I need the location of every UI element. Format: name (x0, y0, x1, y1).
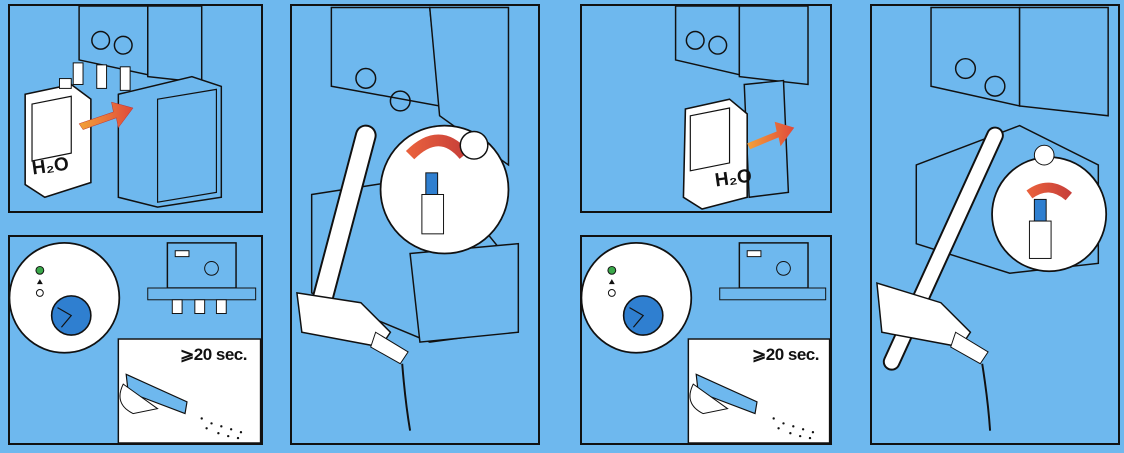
panel-2-select-and-spray: ⩾20 sec. (8, 235, 263, 445)
spray-gun-icon (876, 282, 989, 365)
fill-tank-illustration-2 (674, 6, 809, 210)
direction-arrow-icon (78, 101, 134, 130)
select-and-spray-illustration-2 (582, 242, 830, 443)
panel-1-fill-tank: H₂O (8, 4, 263, 213)
duration-label: ⩾20 sec. (180, 345, 247, 364)
duration-label: ⩾20 sec. (752, 345, 819, 364)
direction-arrow-icon (1026, 182, 1072, 201)
fill-tank-illustration (24, 6, 223, 208)
water-tank-icon (682, 98, 748, 210)
direction-arrow-icon (747, 121, 795, 150)
direction-arrow-icon (405, 134, 469, 160)
selector-knob-icon (50, 295, 92, 336)
selector-knob-icon (622, 295, 664, 336)
connect-hose-illustration-2 (876, 6, 1109, 431)
spray-gun-icon (689, 373, 758, 415)
panel-3-connect-hose (290, 4, 540, 445)
connect-hose-illustration (296, 6, 520, 431)
spray-gun-icon (296, 292, 409, 365)
select-and-spray-illustration (10, 242, 261, 443)
water-tank-icon (24, 78, 92, 199)
panel-6-connect-hose (870, 4, 1120, 445)
spray-gun-icon (119, 373, 188, 415)
panel-4-fill-tank: H₂O (580, 4, 832, 213)
panel-5-select-and-spray: ⩾20 sec. (580, 235, 832, 445)
